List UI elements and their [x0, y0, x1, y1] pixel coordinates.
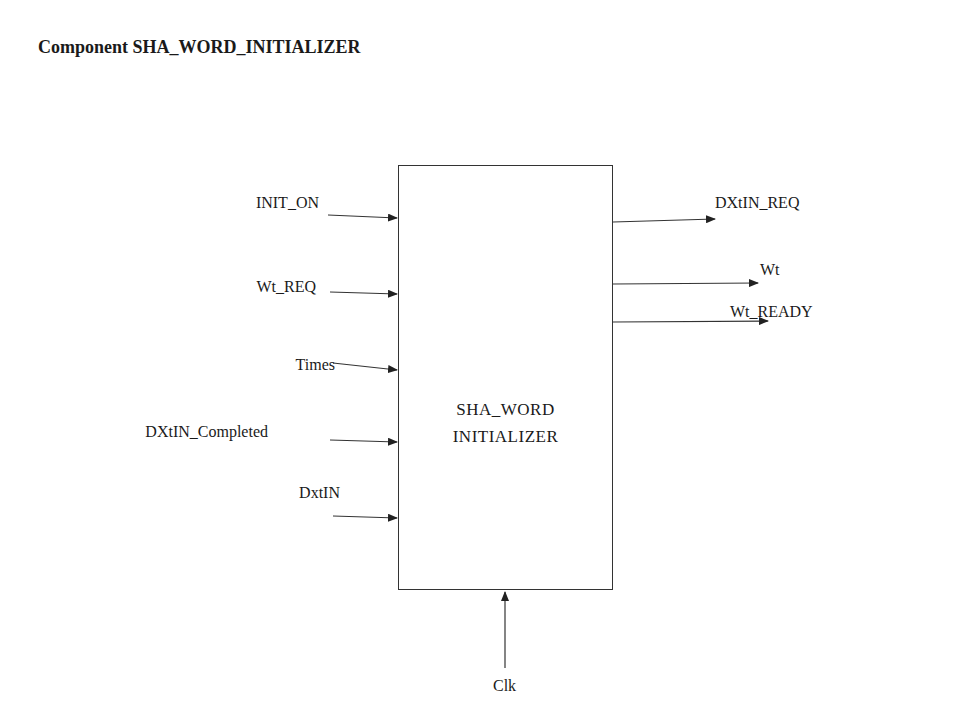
text-group: SHA_WORD INITIALIZER — [399, 396, 612, 450]
signal-name: DXtIN_Completed — [145, 422, 268, 442]
input-wire — [328, 215, 397, 218]
signal-name: Times — [296, 355, 335, 375]
diagram-title: Component SHA_WORD_INITIALIZER — [38, 36, 361, 58]
signal-name: Wt_REQ — [256, 277, 316, 297]
clock-wire — [504, 592, 505, 668]
input-wire — [333, 516, 397, 518]
signal-name: DxtIN — [299, 483, 340, 503]
output-wire — [613, 283, 758, 284]
signal-name: DXtIN_REQ — [715, 193, 799, 213]
input-wire — [330, 440, 397, 442]
signal-name: Wt_READY — [730, 302, 813, 322]
output-wire — [613, 219, 715, 222]
signal-name: Wt — [760, 260, 780, 280]
component-box: SHA_WORD INITIALIZER — [398, 165, 613, 590]
output-wire — [613, 321, 768, 322]
input-wire — [333, 363, 397, 370]
signal-name: Clk — [493, 676, 516, 696]
component-name: SHA_WORD INITIALIZER — [431, 396, 581, 450]
input-wire — [330, 292, 397, 294]
signal-name: INIT_ON — [256, 193, 319, 213]
